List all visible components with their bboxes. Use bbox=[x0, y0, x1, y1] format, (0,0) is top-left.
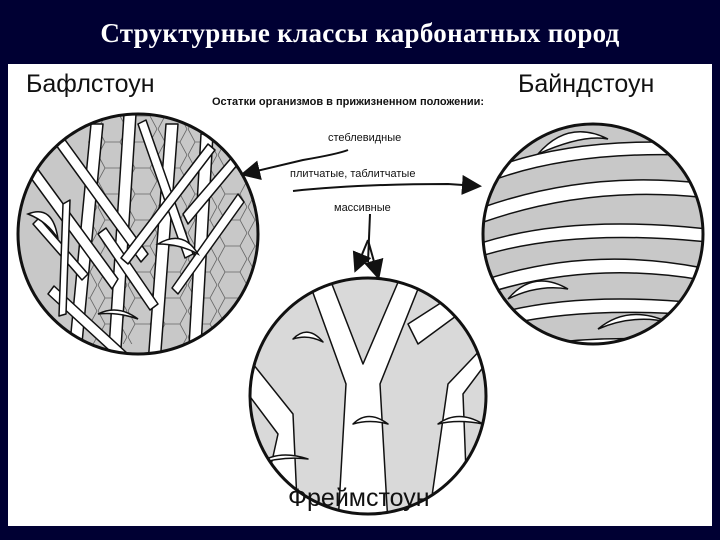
arrow-platy bbox=[292, 174, 482, 195]
bafflestone-label: Бафлстоун bbox=[26, 70, 155, 98]
platy-organisms bbox=[483, 131, 703, 344]
arrow-massive-right bbox=[364, 239, 384, 280]
massive-label: массивные bbox=[334, 202, 391, 214]
bindstone-label: Байндстоун bbox=[518, 70, 655, 98]
platy-label: плитчатые, таблитчатые bbox=[290, 168, 416, 180]
bindstone-circle bbox=[481, 122, 705, 346]
stemlike-organisms bbox=[27, 114, 245, 354]
arrow-stemlike bbox=[240, 149, 349, 181]
arrow-massive bbox=[367, 213, 371, 263]
framestone-circle bbox=[248, 276, 488, 516]
pointer-arrows bbox=[240, 149, 482, 280]
figure-heading: Остатки организмов в прижизненном положе… bbox=[212, 96, 485, 108]
framestone-label: Фреймстоун bbox=[288, 484, 430, 512]
stemlike-label: стеблевидные bbox=[328, 132, 402, 144]
bafflestone-circle bbox=[16, 112, 260, 356]
rock-structure-diagram bbox=[16, 112, 705, 516]
slide-title: Структурные классы карбонатных пород bbox=[100, 18, 620, 48]
arrow-massive-left bbox=[352, 239, 372, 273]
figure-panel: Бафлстоун Байндстоун Фреймстоун Остатки … bbox=[8, 64, 712, 526]
